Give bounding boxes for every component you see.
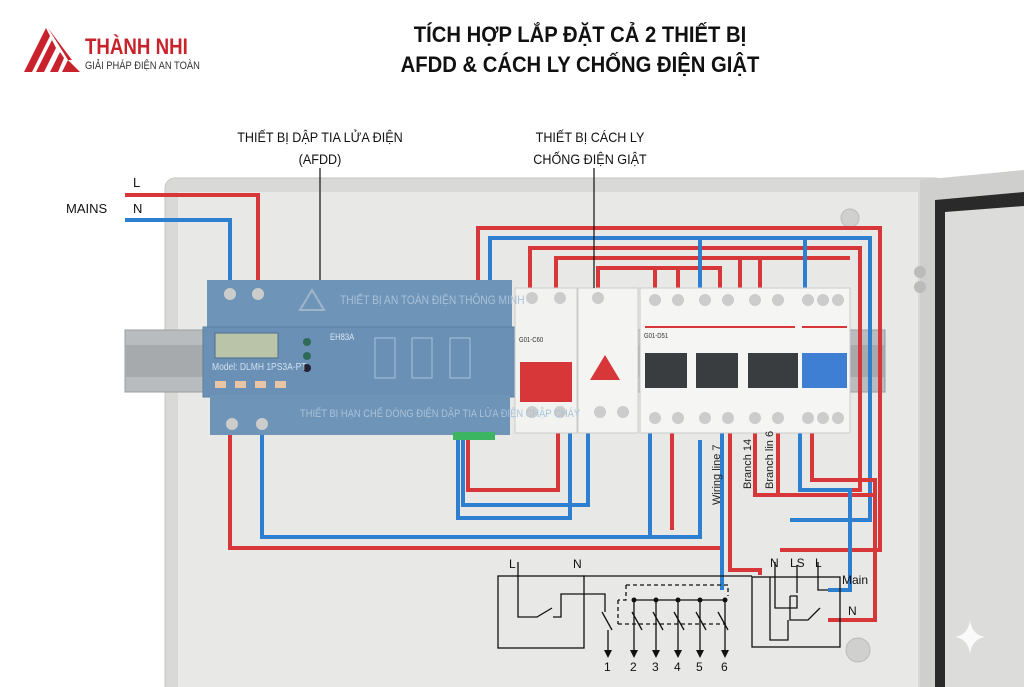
afdd-model: Model: DLMH 1PS3A-PT — [212, 362, 307, 373]
afdd-callout-line1: THIẾT BỊ DẬP TIA LỬA ĐIỆN — [237, 129, 403, 145]
isolation-device[interactable] — [577, 287, 639, 434]
brand-name: THÀNH NHI — [85, 34, 188, 59]
wiring-line-label: Wiring line 7 — [711, 444, 723, 505]
brand-logo-icon — [24, 28, 80, 72]
output-5: 5 — [696, 660, 703, 674]
afdd-device — [202, 280, 516, 440]
afdd-bottom-text: THIẾT BỊ HẠN CHẾ DÒNG ĐIỆN DẬP TIA LỬA Đ… — [300, 408, 581, 420]
wiring-schematic — [497, 562, 841, 650]
schematic-right-ls: LS — [790, 556, 805, 570]
isolation-callout: THIẾT BỊ CÁCH LY CHỐNG ĐIỆN GIẬT — [514, 126, 667, 170]
schematic-left-l: L — [509, 557, 516, 571]
schematic-arrows — [604, 597, 729, 658]
sparkle-icon — [955, 620, 985, 654]
branch-14-label: Branch 14 — [742, 438, 754, 489]
output-1: 1 — [604, 660, 611, 674]
page-title: TÍCH HỢP LẮP ĐẶT CẢ 2 THIẾT BỊ AFDD & CÁ… — [350, 20, 810, 80]
isolation-callout-line1: THIẾT BỊ CÁCH LY — [535, 129, 645, 145]
afdd-code: EH83A — [330, 332, 355, 342]
schematic-n-out-label: N — [848, 604, 857, 618]
afdd-callout-line2: (AFDD) — [298, 151, 342, 167]
output-2: 2 — [630, 660, 637, 674]
branch-6-label: Branch lin 6 — [764, 430, 776, 489]
title-line-2: AFDD & CÁCH LY CHỐNG ĐIỆN GIẬT — [400, 52, 760, 77]
mains-n-label: N — [133, 201, 143, 216]
afdd-top-text: THIẾT BỊ AN TOÀN ĐIỆN THÔNG MINH — [340, 293, 525, 307]
output-3: 3 — [652, 660, 659, 674]
title-line-1: TÍCH HỢP LẮP ĐẶT CẢ 2 THIẾT BỊ — [413, 22, 747, 47]
wiring — [125, 193, 882, 622]
mains-label: MAINS — [66, 201, 108, 216]
mcb-breakers[interactable] — [639, 287, 851, 434]
schematic-left-n: N — [573, 557, 582, 571]
afdd-callout: THIẾT BỊ DẬP TIA LỬA ĐIỆN (AFDD) — [212, 126, 428, 170]
brand-slogan: GIẢI PHÁP ĐIỆN AN TOÀN — [85, 60, 200, 72]
schematic-right-n: N — [770, 556, 779, 570]
isolation-callout-line2: CHỐNG ĐIỆN GIẬT — [533, 151, 647, 167]
mcb-model: G01-D51 — [644, 333, 669, 340]
schematic-main-label: Main — [842, 573, 869, 587]
rcbo-breaker[interactable] — [514, 287, 578, 434]
schematic-right-l: L — [815, 556, 822, 570]
mains-l-label: L — [133, 175, 141, 190]
rcbo-model: G01-C60 — [519, 337, 544, 344]
output-6: 6 — [721, 660, 728, 674]
output-4: 4 — [674, 660, 681, 674]
